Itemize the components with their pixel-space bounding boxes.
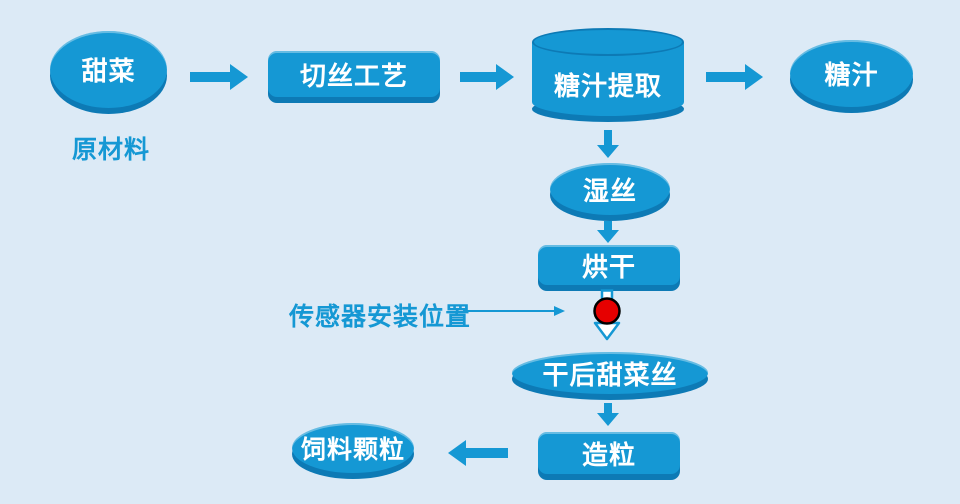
arrow-shaft	[460, 72, 496, 82]
arrow-shaft	[706, 72, 745, 82]
node-feed-pellets: 饲料颗粒	[292, 423, 414, 473]
arrow-shaft	[604, 221, 612, 230]
pointer-line	[463, 310, 554, 312]
arrow-head-right-icon	[745, 64, 763, 90]
arrow-head-down-icon	[597, 145, 619, 158]
arrow-shaft	[466, 448, 508, 458]
node-drying-label: 烘干	[581, 252, 636, 283]
node-dried-beet-shreds: 干后甜菜丝	[512, 352, 708, 394]
arrow-shaft	[190, 72, 230, 82]
node-juice-extraction-label: 糖汁提取	[553, 72, 662, 102]
node-wet-shreds-label: 湿丝	[582, 176, 637, 207]
node-beet-label: 甜菜	[81, 57, 136, 87]
hollow-arrow-head-down-icon	[593, 321, 621, 341]
node-wet-shreds: 湿丝	[550, 163, 670, 215]
arrow-head-down-icon	[597, 230, 619, 243]
node-pelletizing-label: 造粒	[581, 440, 636, 471]
arrow-head-right-icon	[230, 64, 248, 90]
arrow-dried-to-pelletizing	[597, 403, 619, 426]
arrow-extraction-to-juice	[706, 64, 763, 90]
arrow-head-left-icon	[448, 440, 466, 466]
sensor-dot	[593, 297, 621, 325]
arrow-wet-to-drying	[597, 221, 619, 243]
node-shred-process: 切丝工艺	[268, 51, 440, 97]
node-feed-pellets-label: 饲料颗粒	[300, 435, 405, 464]
node-drying: 烘干	[538, 245, 680, 285]
arrow-head-right-icon	[496, 64, 514, 90]
arrow-head-down-icon	[597, 413, 619, 426]
node-sugar-juice: 糖汁	[790, 40, 913, 107]
arrow-shaft	[604, 403, 612, 413]
caption-sensor-position: 传感器安装位置	[289, 302, 472, 331]
arrow-extraction-to-wet	[597, 130, 619, 158]
node-sugar-juice-label: 糖汁	[824, 61, 879, 91]
sensor-marker	[593, 289, 621, 341]
arrow-pelletizing-to-feed	[448, 440, 508, 466]
node-dried-beet-shreds-label: 干后甜菜丝	[542, 360, 678, 391]
node-pelletizing: 造粒	[538, 432, 680, 474]
node-juice-extraction: 糖汁提取	[532, 28, 684, 124]
sensor-pointer-arrow	[463, 305, 565, 317]
arrow-shaft	[604, 130, 612, 145]
arrow-head-right-icon	[554, 306, 565, 316]
node-shred-process-label: 切丝工艺	[299, 61, 408, 92]
cylinder-top-ellipse	[532, 28, 684, 56]
caption-raw-material: 原材料	[72, 135, 151, 164]
node-beet: 甜菜	[50, 31, 167, 108]
arrow-beet-to-shred	[190, 64, 248, 90]
arrow-shred-to-extraction	[460, 64, 514, 90]
